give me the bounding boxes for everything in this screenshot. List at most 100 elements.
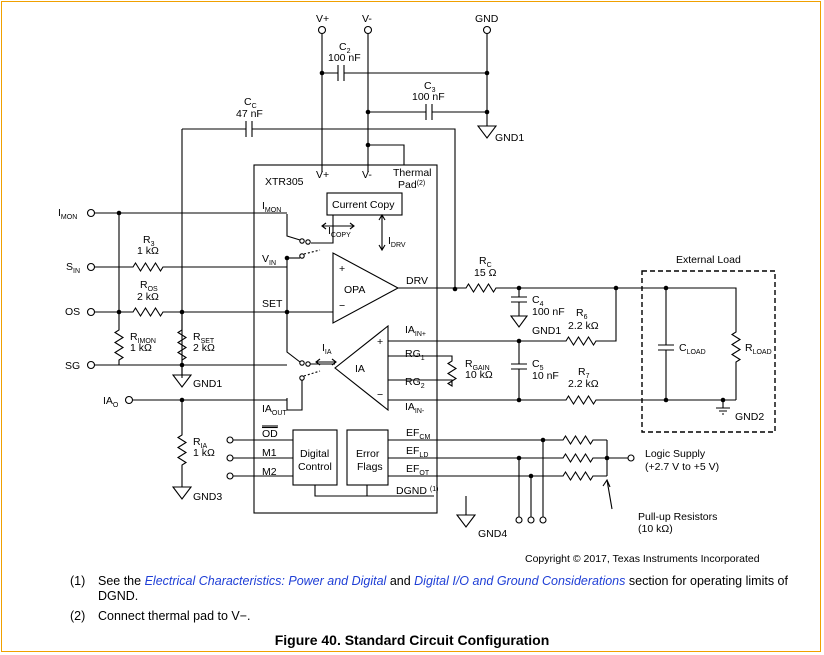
gnd1-left-label: GND1 — [193, 378, 222, 390]
efcm-label: EFCM — [406, 427, 430, 441]
gnd2-label: GND2 — [735, 411, 764, 423]
r7-label: R7 — [578, 366, 590, 380]
idrv-label: IDRV — [388, 235, 406, 249]
ros-label: ROS — [140, 279, 158, 293]
c2-value: 100 nF — [328, 52, 361, 64]
current-copy-block — [326, 192, 403, 216]
note-1-number: (1) — [70, 574, 86, 588]
efot-label: EFOT — [406, 463, 430, 477]
set-pin-label: SET — [262, 298, 283, 310]
gnd1-right-label: GND1 — [532, 325, 561, 337]
note-1: (1) See the Electrical Characteristics: … — [70, 574, 788, 606]
flags-label: Flags — [357, 461, 383, 473]
copyright-text: Copyright © 2017, Texas Instruments Inco… — [525, 553, 760, 565]
vplus-top-label: V+ — [316, 13, 329, 25]
vplus-pin-label: V+ — [316, 169, 329, 181]
note-2: (2) Connect thermal pad to V−. — [70, 609, 770, 625]
rgain-label: RGAIN — [465, 358, 490, 372]
note-2-number: (2) — [70, 609, 86, 623]
flag-terminals — [515, 454, 635, 524]
efld-label: EFLD — [406, 445, 428, 459]
ia-label: IA — [355, 363, 365, 375]
opa-minus: − — [339, 300, 345, 312]
ros-value: 2 kΩ — [137, 291, 159, 303]
note-1-suffix: section for operating limits of DGND. — [98, 574, 788, 603]
ia-minus: − — [377, 389, 383, 401]
sin-terminal-label: SIN — [66, 261, 80, 275]
pullup-label: Pull-up Resistors — [638, 511, 717, 523]
imon-pin-label: IMON — [262, 200, 281, 214]
rset-label: RSET — [193, 331, 215, 345]
ia-switch — [286, 258, 335, 411]
digital-label: Digital — [300, 448, 329, 460]
r6-value: 2.2 kΩ — [568, 320, 599, 332]
thermal-label: Thermal — [393, 167, 432, 179]
logic-supply-range: (+2.7 V to +5 V) — [645, 461, 719, 473]
c4-label: C4 — [532, 294, 544, 308]
r6-label: R6 — [576, 307, 588, 321]
opa-triangle — [332, 252, 400, 324]
cload-label: CLOAD — [679, 342, 706, 356]
r3-value: 1 kΩ — [137, 245, 159, 257]
control-label: Control — [298, 461, 332, 473]
rg2-label: RG2 — [405, 376, 425, 390]
iaout-pin-label: IAOUT — [262, 403, 287, 417]
ia-plus: + — [377, 336, 383, 348]
c5-label: C5 — [532, 358, 544, 372]
c2-label: C2 — [339, 41, 351, 55]
external-load-label: External Load — [676, 254, 741, 266]
os-terminal-label: OS — [65, 306, 80, 318]
cc-value: 47 nF — [236, 108, 263, 120]
left-wiring — [94, 212, 333, 500]
error-label: Error — [356, 448, 380, 460]
rimon-value: 1 kΩ — [130, 342, 152, 354]
left-dots — [116, 210, 290, 403]
circuit-schematic: V+ V- GND C2 100 nF C3 100 nF CC 47 nF G… — [58, 13, 776, 540]
r3-label: R3 — [143, 234, 155, 248]
m2-pin-label: M2 — [262, 466, 277, 478]
gnd3-label: GND3 — [193, 491, 222, 503]
supply-wiring — [181, 25, 498, 378]
sg-terminal-label: SG — [65, 360, 80, 372]
rset-value: 2 kΩ — [193, 342, 215, 354]
current-copy-label: Current Copy — [332, 199, 395, 211]
opa-label: OPA — [344, 284, 365, 296]
gnd-top-label: GND — [475, 13, 499, 25]
icopy-label: ICOPY — [328, 225, 351, 239]
figure-caption: Figure 40. Standard Circuit Configuratio… — [274, 632, 550, 648]
opa-plus: + — [339, 263, 345, 275]
m1-pin-label: M1 — [262, 447, 277, 459]
left-pin-terminals — [226, 436, 234, 480]
vminus-top-label: V- — [362, 13, 372, 25]
gnd1-top-label: GND1 — [495, 132, 524, 144]
right-wiring — [434, 270, 776, 433]
rc-value: 15 Ω — [474, 267, 497, 279]
left-terminals — [86, 208, 134, 405]
rload-label: RLOAD — [745, 342, 772, 356]
electrical-characteristics-link[interactable]: Electrical Characteristics: Power and Di… — [144, 574, 387, 588]
od-pin-label: OD — [262, 428, 278, 440]
xtr305-body — [253, 164, 438, 514]
iain-plus-label: IAIN+ — [405, 324, 426, 338]
supply-dots — [319, 70, 490, 292]
dgnd-label: DGND(1) — [396, 485, 438, 497]
vin-pin-label: VIN — [262, 253, 276, 267]
c5-value: 10 nF — [532, 370, 559, 382]
c3-label: C3 — [424, 80, 436, 94]
rgain-value: 10 kΩ — [465, 369, 493, 381]
note-1-middle: and — [386, 574, 415, 588]
ria-value: 1 kΩ — [193, 447, 215, 459]
logic-supply-label: Logic Supply — [645, 448, 706, 460]
pad-label: Pad(2) — [398, 179, 425, 191]
c3-value: 100 nF — [412, 91, 445, 103]
digital-io-link[interactable]: Digital I/O and Ground Considerations — [414, 574, 626, 588]
rg1-label: RG1 — [405, 348, 425, 362]
vminus-pin-label: V- — [362, 169, 372, 181]
cc-label: CC — [244, 96, 257, 110]
imon-terminal-label: IMON — [58, 207, 77, 221]
xtr305-label: XTR305 — [265, 176, 304, 188]
ria-label: RIA — [193, 436, 208, 450]
imon-switch — [286, 214, 334, 259]
ia-triangle — [334, 324, 389, 412]
